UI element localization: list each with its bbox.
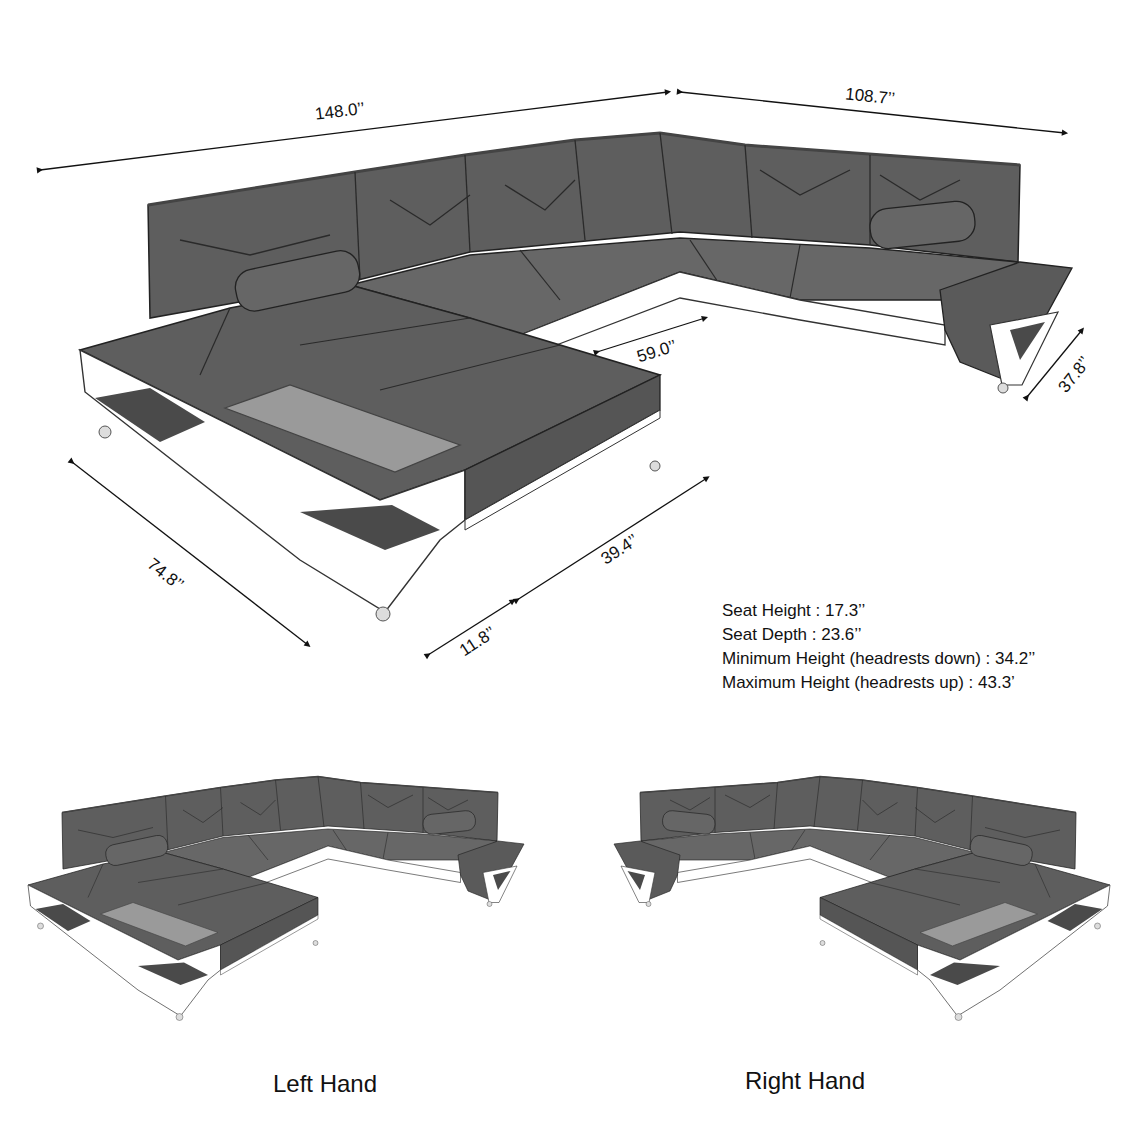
dimension-label: 148.0’’ — [312, 99, 368, 126]
dimension-label: 59.0’’ — [633, 336, 681, 368]
spec-note: Seat Height : 17.3’’ — [722, 601, 865, 621]
spec-note: Seat Depth : 23.6’’ — [722, 625, 862, 645]
dimension-label: 11.8’’ — [454, 622, 501, 663]
main-sofa — [80, 133, 1072, 621]
dimension-label: 37.8’’ — [1053, 351, 1096, 398]
spec-note: Minimum Height (headrests down) : 34.2’’ — [722, 649, 1035, 669]
left-hand-sofa — [28, 777, 524, 1021]
dimension-label: 108.7’’ — [842, 84, 898, 110]
dimension-label: 39.4’’ — [596, 529, 644, 570]
right-hand-sofa — [614, 777, 1110, 1021]
variant-caption: Right Hand — [745, 1067, 865, 1096]
spec-note: Maximum Height (headrests up) : 43.3’ — [722, 673, 1015, 693]
variant-caption: Left Hand — [273, 1070, 377, 1099]
dimension-label: 74.8’’ — [141, 553, 188, 596]
dimension-lines — [40, 92, 1082, 655]
